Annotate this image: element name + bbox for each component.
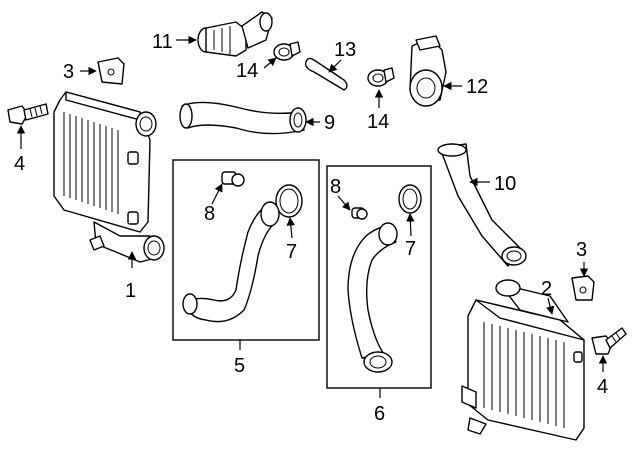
seal-7-left bbox=[275, 184, 303, 218]
pipe-10 bbox=[437, 143, 527, 267]
callout-2: 2 bbox=[541, 278, 552, 300]
callout-8-left: 8 bbox=[204, 203, 215, 225]
clamp-right bbox=[367, 67, 395, 87]
intercooler-left bbox=[53, 91, 165, 263]
connector-11 bbox=[197, 11, 273, 57]
bracket-right bbox=[571, 275, 595, 301]
bolt-right bbox=[591, 327, 627, 355]
kit-box-6 bbox=[326, 165, 432, 389]
hose-5 bbox=[182, 201, 280, 323]
callout-14-right: 14 bbox=[367, 111, 389, 133]
callout-7-left: 7 bbox=[286, 241, 297, 263]
callout-1: 1 bbox=[125, 280, 136, 302]
seal-7-right bbox=[398, 184, 422, 214]
callout-8-right: 8 bbox=[330, 176, 341, 198]
callout-9: 9 bbox=[324, 112, 335, 134]
callout-3-left: 3 bbox=[63, 61, 74, 83]
sensor-8-right bbox=[351, 207, 368, 220]
intercooler-right bbox=[461, 279, 585, 441]
clamp-left bbox=[273, 41, 301, 61]
callout-4-right: 4 bbox=[597, 376, 608, 398]
callout-14-left: 14 bbox=[236, 60, 258, 82]
callout-10: 10 bbox=[494, 173, 516, 195]
callout-12: 12 bbox=[466, 76, 488, 98]
callout-5: 5 bbox=[234, 355, 245, 377]
callout-13: 13 bbox=[334, 39, 356, 61]
callout-6: 6 bbox=[374, 403, 385, 425]
hose-13 bbox=[304, 57, 348, 91]
bolt-left bbox=[7, 103, 49, 125]
hose-6 bbox=[347, 222, 398, 373]
callout-3-right: 3 bbox=[576, 239, 587, 261]
leader-lines bbox=[16, 35, 608, 398]
callout-7-right: 7 bbox=[405, 238, 416, 260]
callout-4-left: 4 bbox=[14, 153, 25, 175]
callout-11: 11 bbox=[152, 31, 173, 53]
pipe-9 bbox=[179, 101, 307, 135]
kit-box-5 bbox=[172, 159, 320, 341]
outlet-12 bbox=[409, 35, 447, 107]
bracket-left bbox=[97, 57, 125, 85]
sensor-8-left bbox=[221, 171, 245, 187]
